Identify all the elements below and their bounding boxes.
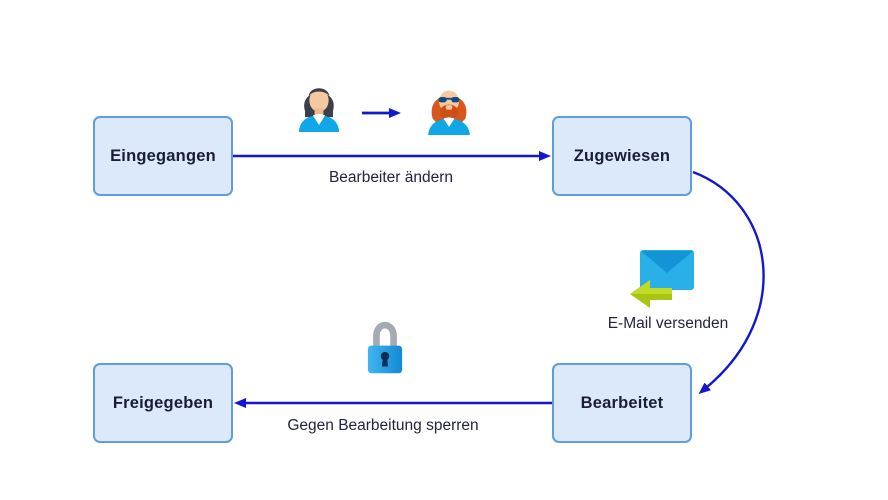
- node-freigegeben: Freigegeben: [93, 363, 233, 443]
- edge-label-gegen-bearbeitung-sperren: Gegen Bearbeitung sperren: [287, 417, 479, 434]
- edge-label-email-versenden: E-Mail versenden: [607, 315, 729, 332]
- node-eingegangen-label: Eingegangen: [110, 146, 216, 165]
- woman-avatar-icon: [298, 88, 340, 132]
- node-zugewiesen: Zugewiesen: [552, 116, 692, 196]
- edge-label-bearbeiter-aendern: Bearbeiter ändern: [328, 169, 454, 186]
- lock-icon: [367, 321, 403, 374]
- node-bearbeitet-label: Bearbeitet: [580, 393, 664, 412]
- edge-zugewiesen-bearbeitet: [692, 170, 765, 395]
- node-bearbeitet: Bearbeitet: [552, 363, 692, 443]
- man-avatar-icon: [428, 90, 470, 135]
- node-eingegangen: Eingegangen: [93, 116, 233, 196]
- node-freigegeben-label: Freigegeben: [112, 393, 214, 412]
- email-send-icon: [630, 250, 694, 308]
- node-zugewiesen-label: Zugewiesen: [573, 146, 671, 165]
